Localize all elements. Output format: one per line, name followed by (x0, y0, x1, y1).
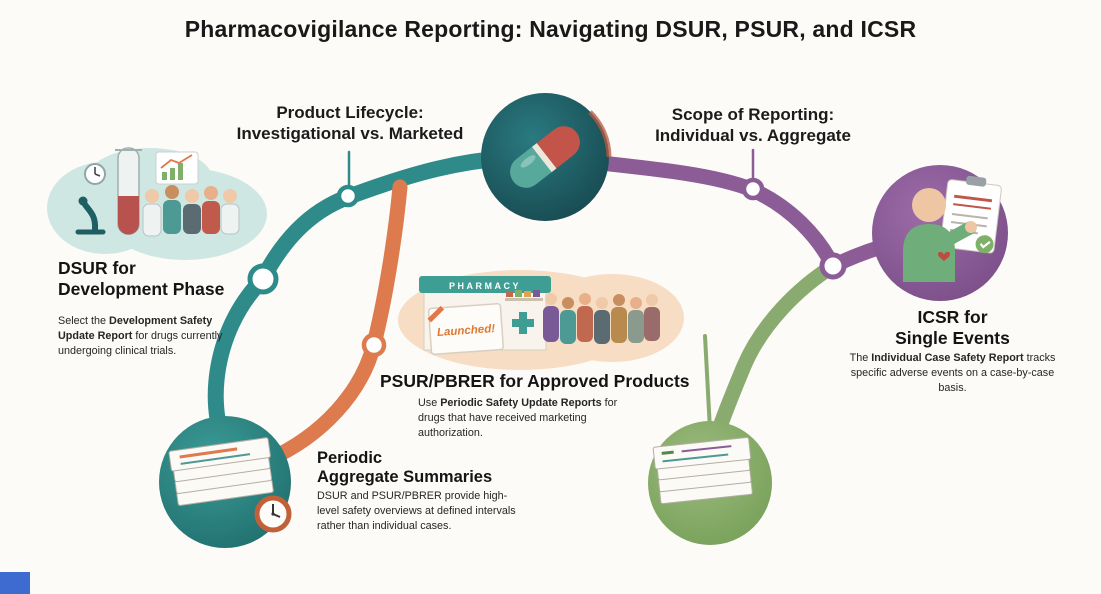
microscope-icon (75, 196, 106, 235)
pharmacy-people-group (543, 293, 660, 344)
psur-heading: PSUR/PBRER for Approved Products (380, 371, 690, 391)
green-connector-line (703, 334, 712, 432)
lifecycle-label: Product Lifecycle: Investigational vs. M… (225, 102, 475, 144)
periodic-circle (159, 416, 292, 548)
scope-label-line2: Individual vs. Aggregate (655, 126, 851, 146)
pharmacy-sign-text: PHARMACY (449, 281, 521, 291)
dsur-body-lead: Select the (58, 315, 110, 327)
test-tube-icon (115, 147, 142, 235)
lab-people-group (142, 185, 240, 237)
periodic-heading-line1: Periodic (317, 449, 383, 467)
node-scope (741, 177, 765, 201)
dsur-heading: DSUR for Development Phase (58, 258, 258, 299)
clock-icon (84, 163, 106, 185)
person-icon (903, 188, 977, 282)
dsur-heading-line1: DSUR for (58, 258, 136, 278)
icsr-body-bold: Individual Case Safety Report (871, 352, 1024, 364)
capsule-hub (481, 93, 612, 221)
page-title: Pharmacovigilance Reporting: Navigating … (184, 16, 917, 42)
psur-body-bold: Periodic Safety Update Reports (440, 397, 602, 409)
junction-nodes (247, 177, 847, 358)
icsr-body-rest: tracks specific adverse events on a case… (850, 352, 1056, 395)
periodic-heading: Periodic Aggregate Summaries (317, 449, 547, 488)
lifecycle-label-line1: Product Lifecycle: (276, 103, 424, 122)
node-psur-junction (361, 332, 387, 358)
document-stack-icon (168, 437, 274, 506)
capsule-icon (510, 126, 580, 188)
dsur-body-bold: Development Safety Update Report (58, 315, 213, 343)
psur-description: Use Periodic Safety Update Reports for d… (418, 396, 630, 441)
lifecycle-label-line2: Investigational vs. Marketed (236, 124, 464, 144)
aggregate-docs-circle (648, 421, 772, 545)
psur-body-rest: for drugs that have received marketing a… (418, 397, 618, 440)
deadline-clock-icon (254, 495, 292, 533)
node-icsr-junction (819, 252, 847, 280)
road-green (704, 258, 841, 460)
dsur-description: Select the Development Safety Update Rep… (58, 314, 238, 359)
chart-icon (155, 151, 199, 185)
icsr-heading-line1: ICSR for (917, 307, 988, 327)
dsur-body-rest: for drugs currently undergoing clinical … (58, 330, 223, 358)
launch-box: Launched! (427, 302, 504, 356)
road-purple-2 (745, 182, 841, 274)
lab-scene (75, 147, 240, 237)
icsr-circle (872, 165, 1008, 301)
icsr-description: The Individual Case Safety Report tracks… (845, 351, 1060, 396)
report-stack-icon (652, 436, 753, 505)
heart-icon (938, 251, 950, 261)
node-lifecycle (336, 184, 360, 208)
scope-label: Scope of Reporting: Individual vs. Aggre… (637, 104, 869, 146)
node-dsur-junction (247, 263, 279, 295)
icsr-body-lead: The (849, 352, 872, 364)
dsur-heading-line2: Development Phase (58, 278, 225, 299)
road-teal-mid (254, 189, 356, 288)
pharmacy-scene: PHARMACY Launched! (419, 276, 660, 356)
bottom-accent-bar (0, 572, 30, 594)
launch-box-text: Launched! (437, 323, 496, 339)
periodic-description: DSUR and PSUR/PBRER provide high-level s… (317, 490, 516, 533)
periodic-heading-line2: Aggregate Summaries (317, 468, 493, 487)
road-orange (260, 179, 408, 468)
icsr-heading: ICSR for Single Events (855, 307, 1050, 348)
icsr-heading-line2: Single Events (895, 327, 1010, 348)
scope-label-line1: Scope of Reporting: (671, 105, 835, 124)
psur-body-lead: Use (418, 397, 441, 409)
